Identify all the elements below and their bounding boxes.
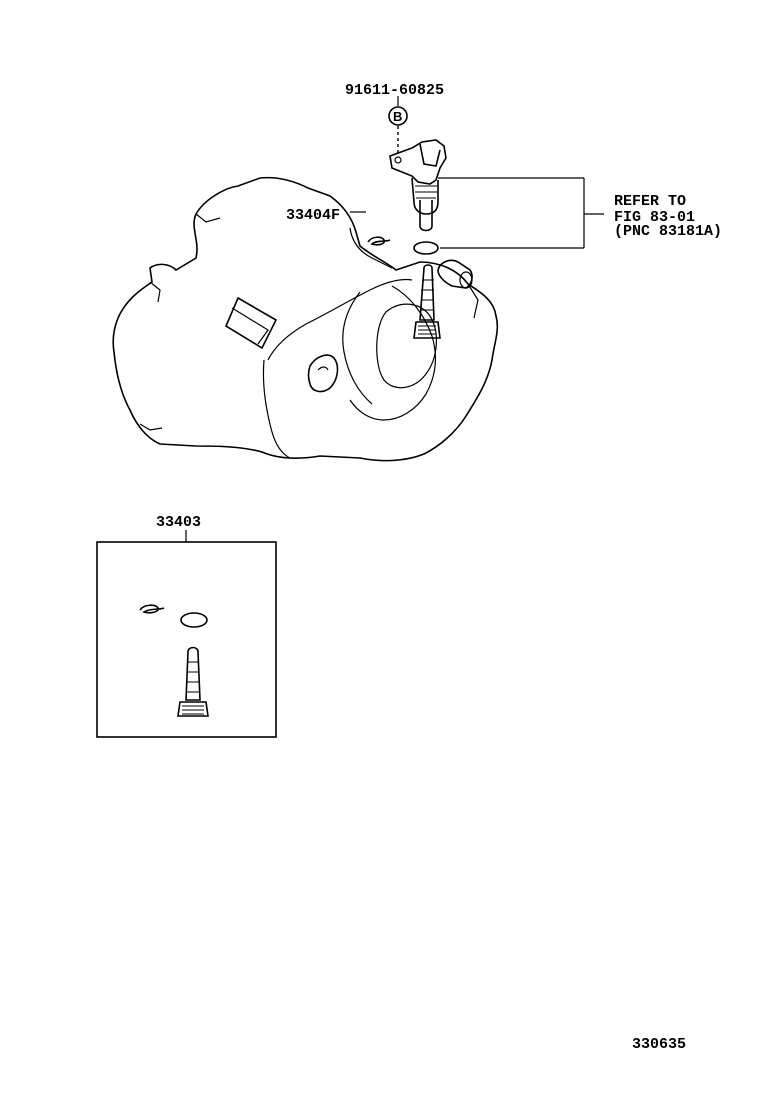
o-ring xyxy=(413,241,439,255)
refer-to-line2: FIG 83-01 xyxy=(614,209,695,226)
kit-box: 33403 xyxy=(96,514,277,738)
clip-icon xyxy=(367,236,391,246)
clip-part-number: 33404F xyxy=(286,207,340,224)
driven-gear-shaft xyxy=(413,264,441,339)
bolt-circle-letter: B xyxy=(393,109,402,124)
refer-to-line3: (PNC 83181A) xyxy=(614,223,722,240)
speed-sensor xyxy=(389,139,447,232)
refer-to-line1: REFER TO xyxy=(614,193,686,210)
kit-clip-icon xyxy=(139,604,165,614)
bolt-part-number: 91611-60825 xyxy=(345,82,444,99)
kit-gear-shaft xyxy=(177,646,209,717)
bolt-callout xyxy=(388,96,408,156)
kit-part-number: 33403 xyxy=(156,514,201,531)
kit-o-ring xyxy=(180,612,208,628)
refer-bracket xyxy=(438,177,604,249)
transmission-housing xyxy=(112,176,499,462)
housing-plug xyxy=(437,259,473,289)
diagram-id: 330635 xyxy=(632,1036,686,1053)
